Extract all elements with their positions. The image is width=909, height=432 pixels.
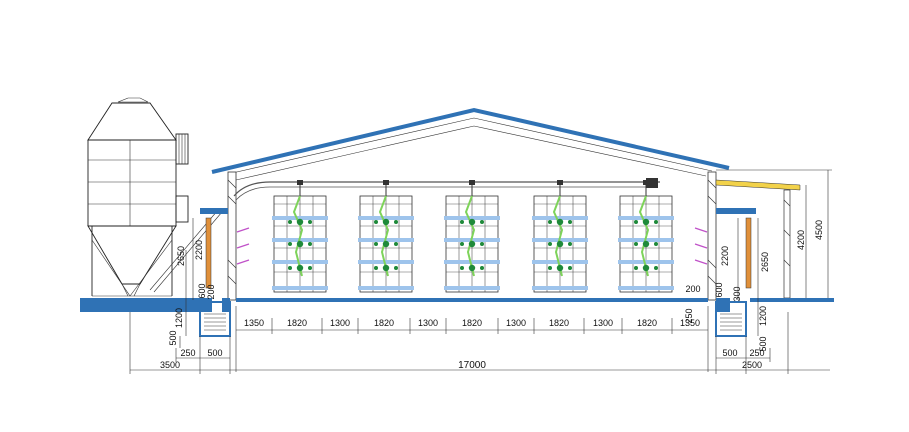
left-column xyxy=(205,217,212,289)
drinker-cup xyxy=(556,264,564,272)
drinker-cup xyxy=(468,240,476,248)
cage-tier xyxy=(272,286,328,290)
drinker-cup xyxy=(468,218,476,226)
drinker-cup xyxy=(556,240,564,248)
drinker-line xyxy=(638,195,650,277)
dim-left-600: 600 xyxy=(197,283,207,298)
drinker-cup xyxy=(382,240,390,248)
dim-left-2650: 2650 xyxy=(176,246,186,266)
right-column xyxy=(745,217,752,289)
drinker-cup xyxy=(468,264,476,272)
dim-overall-width: 17000 xyxy=(458,360,486,371)
cage-tier xyxy=(532,286,588,290)
dim-cage1: 1820 xyxy=(287,318,307,328)
cage-rows xyxy=(272,180,674,293)
dim-left-outer: 3500 xyxy=(160,360,180,370)
drinker-line xyxy=(292,195,304,277)
dim-right-4200: 4200 xyxy=(796,230,806,250)
cage-stack-3 xyxy=(444,180,500,293)
dim-right-2650: 2650 xyxy=(760,252,770,272)
dim-end-left: 1350 xyxy=(244,318,264,328)
cage-tier xyxy=(444,216,500,220)
dim-right-600: 600 xyxy=(714,282,724,297)
cage-tier xyxy=(272,260,328,264)
dim-left-1200: 1200 xyxy=(174,308,184,328)
dim-end-right: 1350 xyxy=(680,318,700,328)
dim-left-2200: 2200 xyxy=(194,240,204,260)
cage-tier xyxy=(358,260,414,264)
cage-tier xyxy=(444,260,500,264)
feed-motor xyxy=(646,178,658,188)
dim-left-200-vertical: 200 xyxy=(206,284,216,299)
dim-aisle3: 1300 xyxy=(506,318,526,328)
drinker-cup xyxy=(296,240,304,248)
dim-left-250: 250 xyxy=(180,348,195,358)
drinker-cup xyxy=(296,218,304,226)
dim-right-500-bottom: 500 xyxy=(722,348,737,358)
dim-aisle4: 1300 xyxy=(593,318,613,328)
dim-aisle1: 1300 xyxy=(330,318,350,328)
dim-left-500-vertical: 500 xyxy=(168,330,178,345)
drinker-cup xyxy=(382,264,390,272)
roof xyxy=(211,107,730,181)
dim-right-200: 200 xyxy=(685,284,700,294)
dim-right-500-vertical: 500 xyxy=(758,336,768,351)
drinker-cup xyxy=(556,218,564,226)
drinker-cup xyxy=(642,264,650,272)
drinker-cup xyxy=(296,264,304,272)
dim-right-4500: 4500 xyxy=(814,220,824,240)
feed-silo xyxy=(87,97,223,297)
dim-cage4: 1820 xyxy=(549,318,569,328)
cage-stack-5 xyxy=(618,180,674,293)
dim-right-250-vertical: 250 xyxy=(684,308,694,323)
dim-right-outer: 2500 xyxy=(742,360,762,370)
dim-right-2200: 2200 xyxy=(720,246,730,266)
dim-cage5: 1820 xyxy=(637,318,657,328)
drinker-cup xyxy=(382,218,390,226)
cage-stack-4 xyxy=(532,180,588,293)
cage-tier xyxy=(618,260,674,264)
cage-stack-1 xyxy=(272,180,328,293)
left-air-inlets xyxy=(236,227,250,265)
cage-tier xyxy=(358,286,414,290)
right-air-inlets xyxy=(694,227,708,265)
right-wall xyxy=(707,171,756,301)
cage-stack-2 xyxy=(358,180,414,293)
left-wall xyxy=(200,171,237,301)
dimension-lines xyxy=(129,169,832,374)
left-pit xyxy=(199,301,231,337)
cage-tier xyxy=(532,260,588,264)
cage-tier xyxy=(618,216,674,220)
dim-right-1200: 1200 xyxy=(758,306,768,326)
right-pit xyxy=(715,301,747,337)
drinker-line xyxy=(378,195,390,277)
cage-tier xyxy=(358,216,414,220)
dim-right-250-bottom: 250 xyxy=(749,348,764,358)
dimension-labels: 1350 1820 1300 1820 1300 1820 1300 1820 1300 1820… xyxy=(160,220,824,371)
floor xyxy=(80,298,834,312)
dim-cage3: 1820 xyxy=(462,318,482,328)
drinker-line xyxy=(464,195,476,277)
drinker-cup xyxy=(642,240,650,248)
dim-cage2: 1820 xyxy=(374,318,394,328)
cage-tier xyxy=(532,216,588,220)
cage-tier xyxy=(272,216,328,220)
cage-tier xyxy=(444,286,500,290)
dim-right-300: 300 xyxy=(732,286,742,301)
dim-aisle2: 1300 xyxy=(418,318,438,328)
feed-pipe xyxy=(233,181,660,197)
drinker-cup xyxy=(642,218,650,226)
drinker-line xyxy=(552,195,564,277)
dim-left-500-bottom: 500 xyxy=(207,348,222,358)
cage-tier xyxy=(618,286,674,290)
roof-line xyxy=(211,107,730,174)
